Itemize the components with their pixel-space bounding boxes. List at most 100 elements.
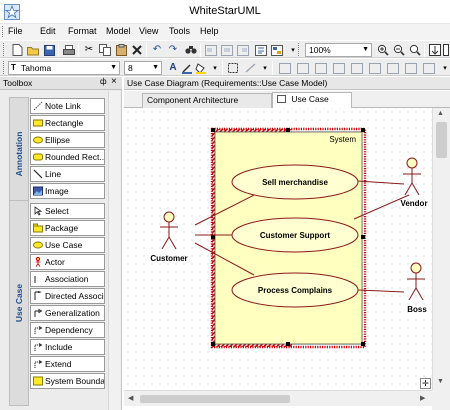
directed-association-icon	[34, 291, 42, 300]
tool-note-link[interactable]: Note Link	[30, 98, 105, 114]
use-case-process-complains[interactable]	[231, 272, 359, 308]
save-icon[interactable]	[42, 43, 56, 57]
rectangle-icon	[33, 119, 43, 127]
format-option-icon[interactable]	[368, 61, 382, 75]
actor-boss[interactable]	[407, 262, 425, 301]
menu-file[interactable]: File	[8, 26, 23, 36]
menu-view[interactable]: View	[139, 26, 159, 36]
zoom-in-icon[interactable]	[376, 43, 390, 57]
format-option-icon[interactable]	[332, 61, 346, 75]
align-left-icon[interactable]	[204, 43, 218, 57]
tool-package[interactable]: Package	[30, 220, 105, 236]
copy-icon[interactable]	[98, 43, 112, 57]
font-color-button[interactable]: A	[169, 62, 177, 73]
tool-rounded-rect[interactable]: Rounded Rect...	[30, 149, 105, 165]
tool-line[interactable]: Line	[30, 166, 105, 182]
align-center-icon[interactable]	[220, 43, 234, 57]
scroll-thumb[interactable]	[436, 122, 447, 158]
menu-help[interactable]: Help	[200, 26, 219, 36]
tool-select[interactable]: Select	[30, 203, 105, 219]
tool-extend[interactable]: Extend	[30, 356, 105, 372]
tool-dependency[interactable]: Dependency	[30, 322, 105, 338]
include-icon	[34, 343, 43, 351]
use-case-sell-merchandise[interactable]	[231, 164, 359, 200]
properties-icon[interactable]	[270, 43, 284, 57]
pin-icon[interactable]: ф	[100, 77, 107, 86]
tool-actor[interactable]: Actor	[30, 254, 105, 270]
zoom-fit-icon[interactable]	[408, 43, 422, 57]
redo-icon[interactable]: ↷	[168, 44, 178, 55]
cut-icon[interactable]: ✂	[84, 44, 94, 55]
scroll-left-icon[interactable]: ◀	[128, 395, 134, 402]
menu-grip	[2, 26, 4, 37]
tool-generalization[interactable]: Generalization	[30, 305, 105, 321]
fullscreen-icon[interactable]	[428, 43, 442, 57]
zoom-out-icon[interactable]	[392, 43, 406, 57]
layout-icon[interactable]	[254, 43, 268, 57]
align-right-icon[interactable]	[236, 43, 250, 57]
toolbar-overflow-icon[interactable]: ▾	[263, 64, 267, 72]
association-lines[interactable]	[194, 180, 410, 293]
line-color-icon[interactable]	[180, 61, 194, 75]
undo-icon[interactable]: ↶	[152, 44, 162, 55]
actor-vendor[interactable]	[403, 157, 421, 196]
line-style-icon[interactable]	[244, 61, 258, 75]
use-case-label: Process Complains	[258, 286, 333, 295]
font-size-combo[interactable]: 8 ▼	[124, 61, 162, 75]
format-option-icon[interactable]	[422, 61, 436, 75]
format-option-icon[interactable]	[296, 61, 310, 75]
scroll-down-icon[interactable]: ▼	[437, 378, 444, 385]
vertical-scrollbar[interactable]: ▲ ▼	[432, 108, 450, 390]
zoom-value: 100%	[309, 45, 331, 55]
close-icon[interactable]: ×	[111, 76, 117, 87]
tool-rectangle[interactable]: Rectangle	[30, 115, 105, 131]
tool-label: Directed Associ...	[45, 291, 105, 301]
menu-tools[interactable]: Tools	[169, 26, 191, 36]
tab-annotation[interactable]: Annotation	[9, 97, 29, 211]
new-file-icon[interactable]	[10, 43, 24, 57]
toolbox-scrollbar[interactable]	[108, 91, 120, 410]
navigator-icon[interactable]: ✛	[420, 378, 431, 389]
tab-component-architecture[interactable]: Component Architecture Diagram	[142, 93, 272, 118]
tool-association[interactable]: Association	[30, 271, 105, 287]
tab-use-case-diagram[interactable]: Use Case Diagram	[272, 92, 352, 117]
format-option-icon[interactable]	[278, 61, 292, 75]
selection-handles[interactable]	[211, 128, 365, 346]
format-option-icon[interactable]	[404, 61, 418, 75]
toolbar-overflow-icon[interactable]: ▾	[443, 64, 447, 72]
scroll-right-icon[interactable]: ▶	[420, 395, 426, 402]
find-icon[interactable]	[184, 43, 198, 57]
tool-include[interactable]: Include	[30, 339, 105, 355]
actor-customer[interactable]	[160, 211, 178, 250]
print-icon[interactable]	[62, 43, 76, 57]
tab-use-case[interactable]: Use Case	[9, 200, 29, 406]
delete-icon[interactable]	[130, 43, 144, 57]
fill-color-icon[interactable]	[194, 61, 208, 75]
tool-ellipse[interactable]: Ellipse	[30, 132, 105, 148]
use-case-customer-support[interactable]	[231, 217, 359, 253]
menu-format[interactable]: Format	[68, 26, 97, 36]
select-all-icon[interactable]	[226, 61, 240, 75]
tool-label: System Boundary	[45, 376, 105, 386]
tool-use-case[interactable]: Use Case	[30, 237, 105, 253]
tool-system-boundary[interactable]: System Boundary	[30, 373, 105, 389]
paste-icon[interactable]	[114, 43, 128, 57]
horizontal-scrollbar[interactable]: ◀ ▶	[124, 390, 432, 406]
format-option-icon[interactable]	[386, 61, 400, 75]
scroll-up-icon[interactable]: ▲	[437, 110, 444, 117]
format-option-icon[interactable]	[314, 61, 328, 75]
toolbar-overflow-icon[interactable]: ▾	[291, 46, 295, 54]
diagram-canvas[interactable]: System Sell merchandise Customer Support…	[124, 108, 432, 390]
scroll-thumb[interactable]	[140, 395, 290, 403]
font-name-combo[interactable]: T Tahoma ▼	[8, 61, 120, 75]
format-option-icon[interactable]	[350, 61, 364, 75]
tool-image[interactable]: Image	[30, 183, 105, 199]
menu-model[interactable]: Model	[106, 26, 131, 36]
toolbar-separator	[78, 43, 79, 57]
toolbar-overflow-icon[interactable]	[442, 43, 450, 57]
menu-edit[interactable]: Edit	[40, 26, 56, 36]
toolbar-overflow-icon[interactable]: ▾	[213, 64, 217, 72]
open-folder-icon[interactable]	[26, 43, 40, 57]
tool-directed-association[interactable]: Directed Associ...	[30, 288, 105, 304]
zoom-combo[interactable]: 100% ▼	[305, 43, 372, 57]
